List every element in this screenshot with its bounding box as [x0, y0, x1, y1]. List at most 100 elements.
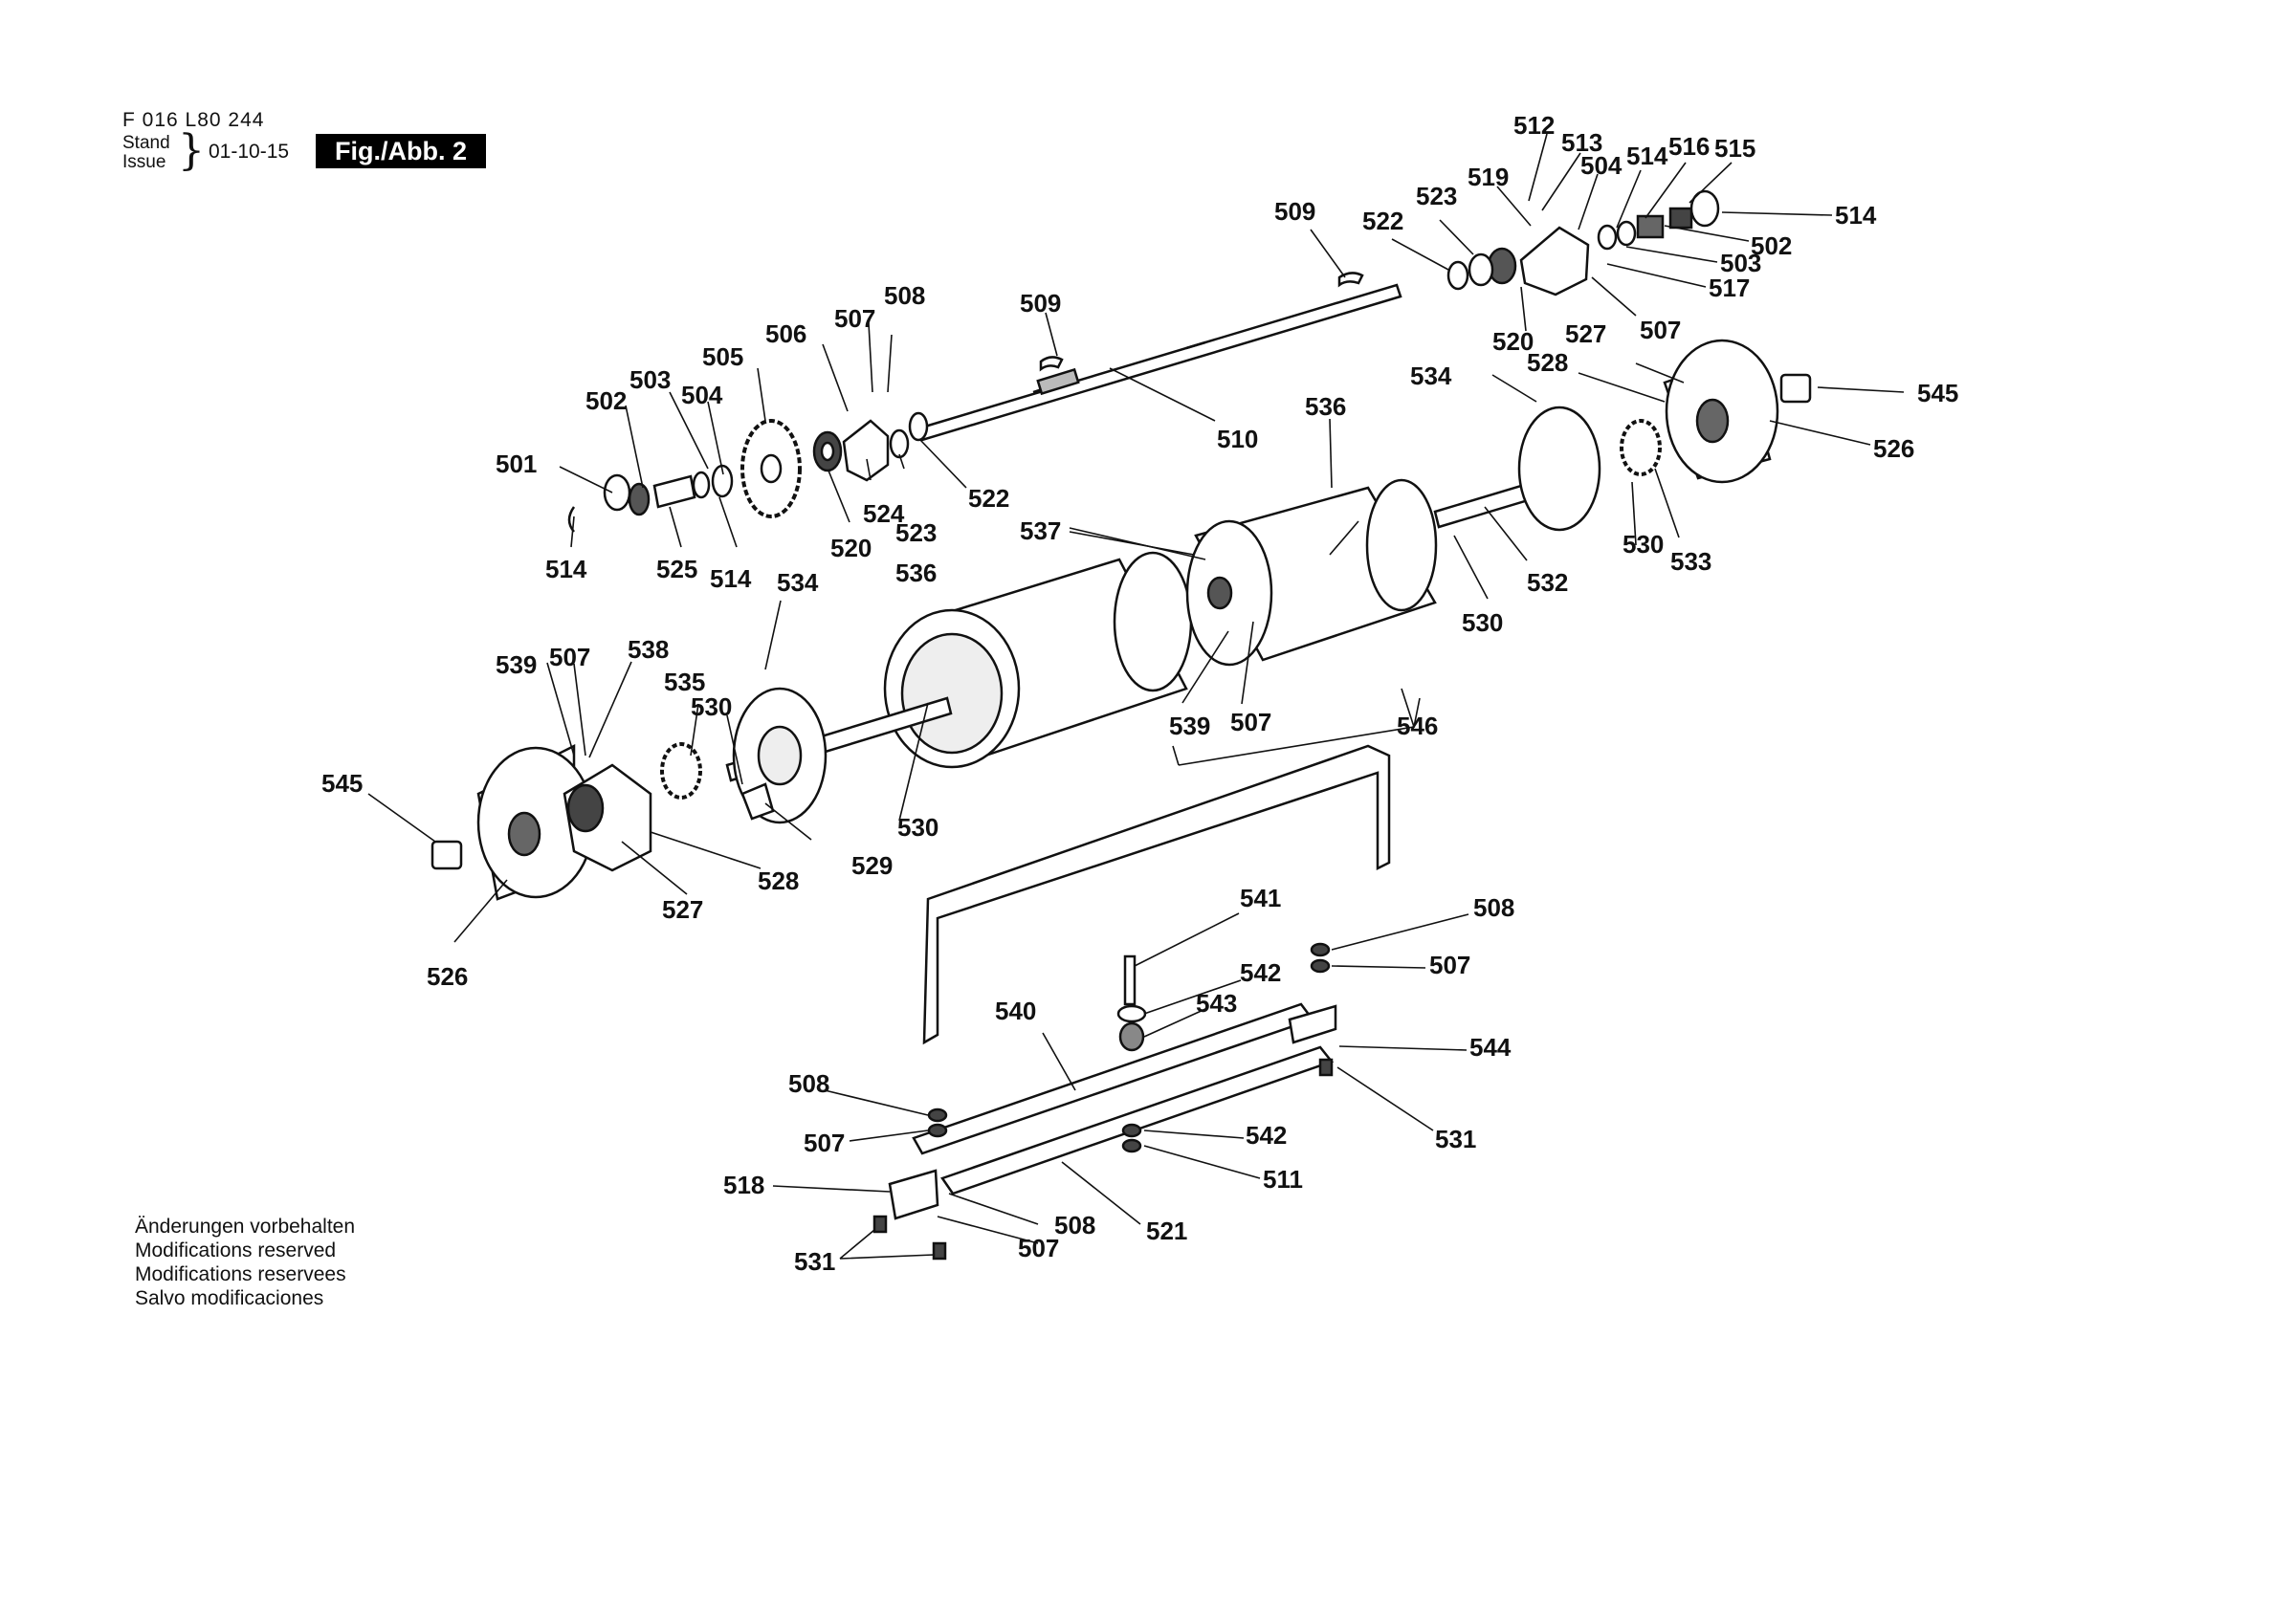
bearing [820, 441, 835, 462]
threaded-nut [1636, 214, 1665, 239]
side-disk-hub [757, 725, 803, 786]
washer [692, 471, 711, 499]
bracket [740, 782, 775, 821]
note-fr: Modifications reservees [135, 1263, 346, 1285]
callout-522: 522 [968, 484, 1009, 513]
callout-525: 525 [656, 555, 697, 583]
washer [889, 428, 910, 459]
callout-527: 527 [1565, 319, 1606, 348]
bearing-block [1519, 226, 1590, 296]
callout-522: 522 [1362, 207, 1403, 235]
key-pin [1039, 356, 1064, 372]
cover-left [563, 763, 652, 872]
drum-front [883, 551, 1193, 769]
callout-530: 530 [897, 813, 938, 842]
callout-506: 506 [765, 319, 806, 348]
callout-530: 530 [1623, 530, 1664, 559]
spring-washer [1118, 1021, 1145, 1052]
callout-513: 513 [1561, 128, 1602, 157]
callout-531: 531 [1435, 1125, 1476, 1153]
side-disk [1517, 406, 1601, 532]
callout-537: 537 [1020, 516, 1061, 545]
callout-529: 529 [851, 851, 893, 880]
callout-507: 507 [804, 1129, 845, 1157]
callout-536: 536 [895, 559, 937, 587]
callout-545: 545 [1917, 379, 1958, 407]
callout-519: 519 [1468, 163, 1509, 191]
callout-541: 541 [1240, 884, 1281, 912]
pinion-gear [660, 742, 702, 800]
callout-534: 534 [1410, 362, 1452, 390]
washer [1597, 224, 1618, 251]
callout-530: 530 [1462, 608, 1503, 637]
callout-527: 527 [662, 895, 703, 924]
callout-labels: 512 513 504 514 516 515 519 523 509 514 … [321, 111, 1958, 1276]
washer [1116, 1004, 1147, 1023]
issue-label: Issue [122, 152, 166, 172]
callout-536: 536 [1305, 392, 1346, 421]
callout-542: 542 [1246, 1121, 1287, 1150]
callout-524: 524 [863, 499, 905, 528]
note-de: Änderungen vorbehalten [135, 1216, 356, 1238]
callout-532: 532 [1527, 568, 1568, 597]
callout-546: 546 [1397, 712, 1438, 740]
washer [1310, 942, 1331, 957]
callout-503: 503 [629, 365, 671, 394]
callout-509: 509 [1020, 289, 1061, 318]
u-frame [922, 744, 1391, 1045]
callout-518: 518 [723, 1171, 764, 1199]
callout-509: 509 [1274, 197, 1315, 226]
stand-label: Stand [122, 133, 170, 153]
threaded-nut [1668, 207, 1693, 230]
callout-510: 510 [1217, 425, 1258, 453]
callout-528: 528 [758, 866, 799, 895]
callout-514: 514 [545, 555, 587, 583]
callout-539: 539 [496, 650, 537, 679]
callout-514: 514 [710, 564, 752, 593]
washer [927, 1123, 948, 1138]
washer [603, 473, 631, 512]
bearing-flange [842, 419, 890, 482]
bearing [1206, 576, 1233, 610]
callout-534: 534 [777, 568, 819, 597]
bracket-left [888, 1169, 939, 1220]
leader-lines [367, 133, 1905, 1260]
callout-504: 504 [1580, 151, 1623, 180]
callout-507: 507 [1018, 1234, 1059, 1262]
washer [908, 411, 929, 442]
note-es: Salvo modificaciones [135, 1287, 324, 1309]
callout-543: 543 [1196, 989, 1237, 1018]
washer [1121, 1138, 1142, 1153]
bolt [1123, 954, 1137, 1006]
screw [1318, 1058, 1334, 1077]
washer [1468, 252, 1494, 287]
callout-508: 508 [1054, 1211, 1095, 1239]
callout-507: 507 [1640, 316, 1681, 344]
bracket-right [1288, 1004, 1337, 1044]
callout-515: 515 [1714, 134, 1755, 163]
washer [1689, 189, 1720, 228]
stand-issue-label: Stand Issue [122, 134, 170, 172]
key-pin [1337, 272, 1364, 288]
callout-516: 516 [1668, 132, 1710, 161]
callout-512: 512 [1513, 111, 1555, 140]
pinion-gear [1620, 419, 1662, 476]
issue-date: 01-10-15 [209, 141, 290, 163]
modification-notes: Änderungen vorbehalten Modifications res… [135, 1215, 355, 1310]
callout-507: 507 [1230, 708, 1271, 736]
callout-504: 504 [681, 381, 723, 409]
callout-501: 501 [496, 450, 537, 478]
document-code: F 016 L80 244 [122, 109, 265, 131]
callout-520: 520 [1492, 327, 1534, 356]
callout-526: 526 [427, 962, 468, 991]
hub-sleeve [652, 474, 696, 509]
callout-508: 508 [884, 281, 925, 310]
callout-528: 528 [1527, 348, 1568, 377]
callout-538: 538 [628, 635, 669, 664]
callout-507: 507 [1429, 951, 1470, 979]
screw [872, 1215, 888, 1234]
callout-544: 544 [1469, 1033, 1512, 1062]
callout-520: 520 [830, 534, 872, 562]
callout-511: 511 [1263, 1165, 1303, 1194]
